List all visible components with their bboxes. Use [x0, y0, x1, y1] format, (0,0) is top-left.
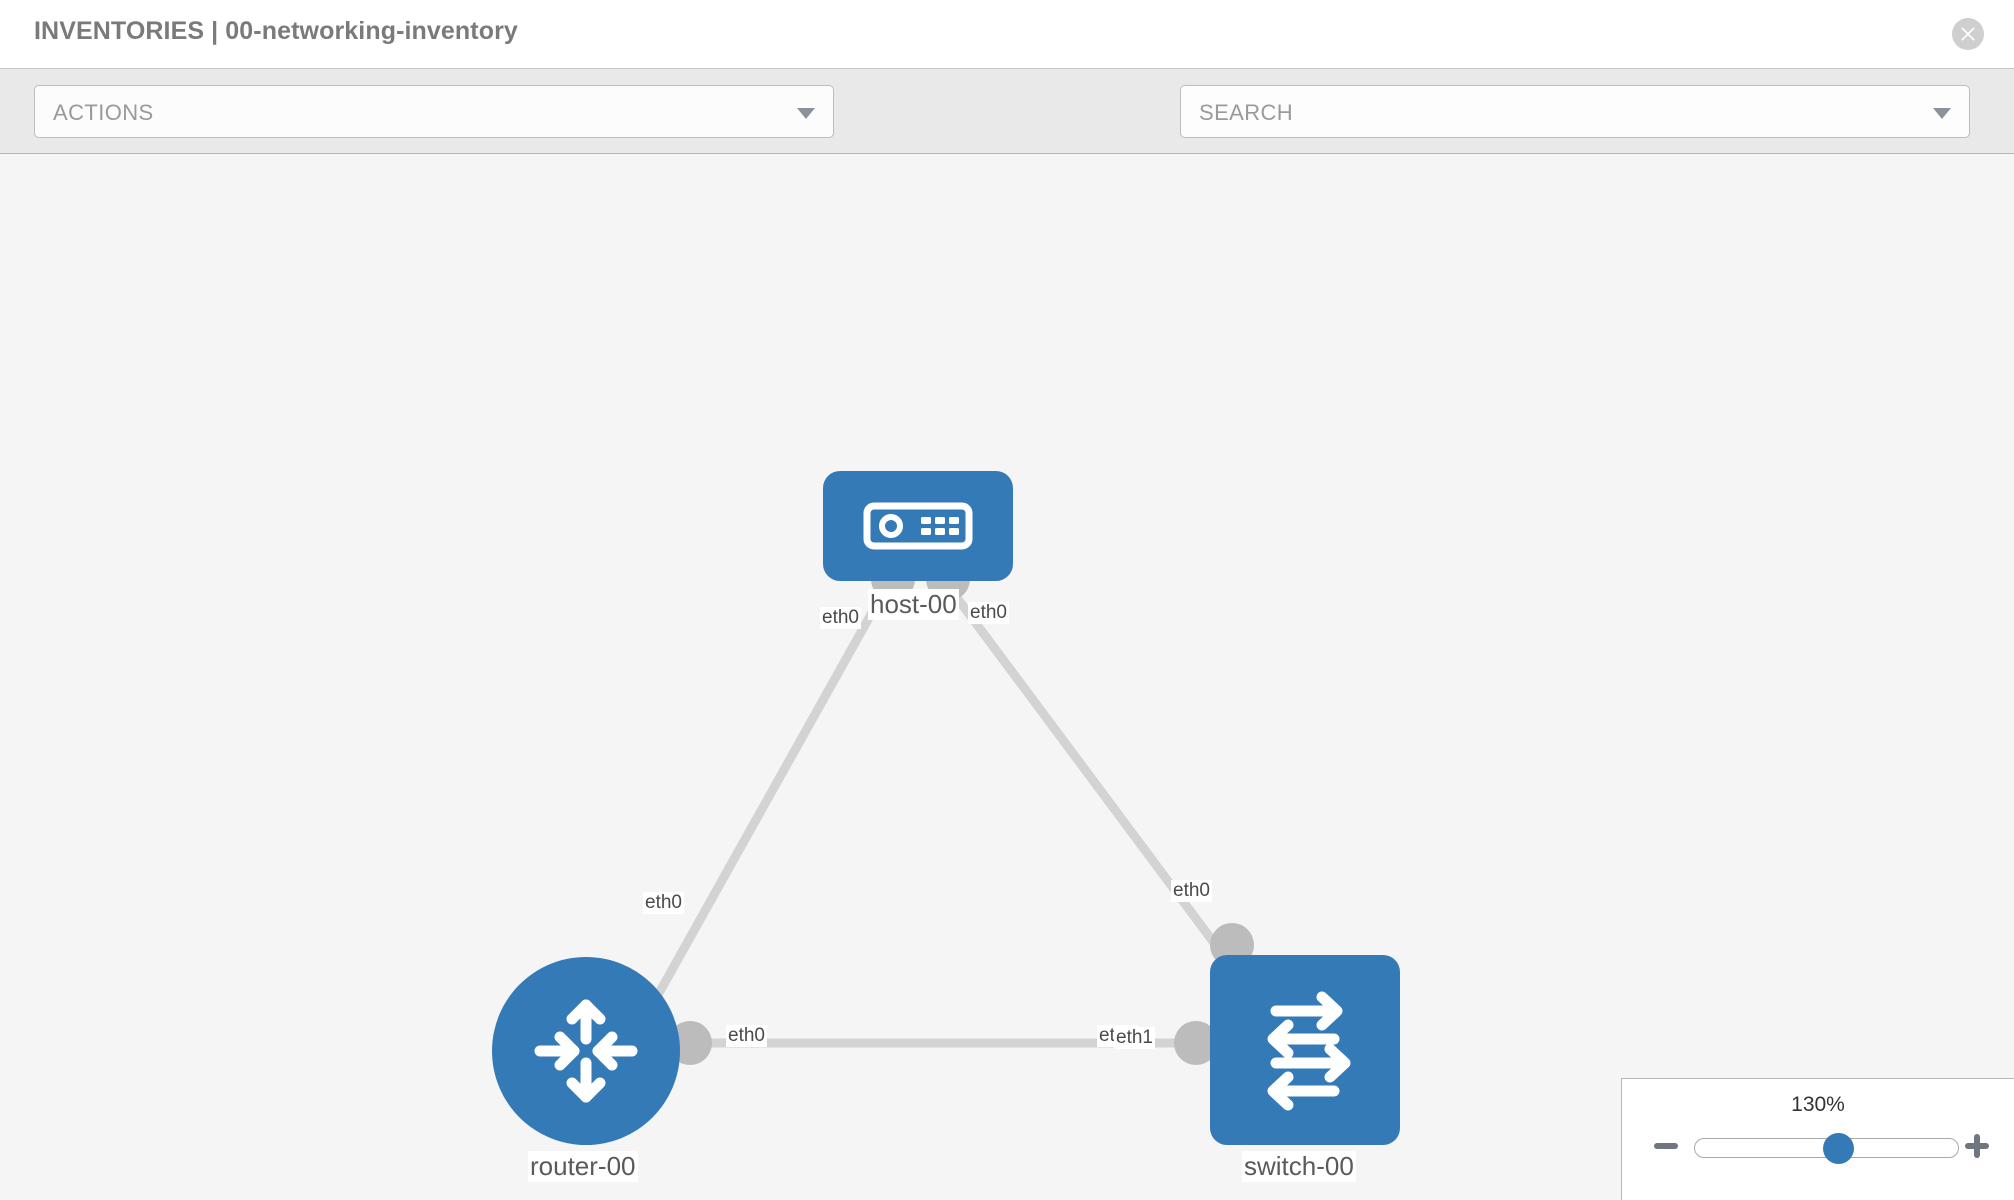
search-input[interactable]: SEARCH	[1180, 85, 1970, 138]
page-header: INVENTORIES | 00-networking-inventory	[0, 0, 2014, 69]
toolbar: ACTIONS SEARCH	[0, 69, 2014, 197]
chevron-down-icon	[797, 108, 815, 119]
link-host-switch[interactable]	[936, 572, 1236, 970]
node-switch-00-shape[interactable]	[1210, 955, 1400, 1145]
router-four-arrows-icon	[534, 999, 638, 1103]
link-host-router[interactable]	[636, 572, 897, 1030]
switch-bidirectional-arrows-icon	[1267, 991, 1351, 1111]
node-host-00-shape[interactable]	[823, 471, 1013, 581]
zoom-out-button[interactable]	[1651, 1131, 1681, 1161]
zoom-in-button[interactable]	[1962, 1131, 1992, 1161]
close-glyph	[1961, 27, 1975, 41]
node-router-00-shape[interactable]	[492, 957, 680, 1145]
zoom-slider-thumb[interactable]	[1823, 1133, 1854, 1164]
plus-icon	[1965, 1134, 1989, 1158]
search-placeholder-label: SEARCH	[1199, 100, 1294, 125]
page-title: INVENTORIES | 00-networking-inventory	[34, 17, 518, 45]
port-switch-left[interactable]	[1174, 1021, 1218, 1065]
zoom-level-value: 130%	[1791, 1093, 1845, 1116]
topology-graph	[636, 557, 1254, 1065]
minus-icon	[1654, 1143, 1678, 1149]
topology-canvas[interactable]: host-00 eth0 eth0	[0, 155, 2014, 1200]
zoom-slider[interactable]	[1694, 1133, 1959, 1164]
chevron-down-icon[interactable]	[1933, 108, 1951, 119]
server-device-icon	[863, 502, 973, 550]
zoom-control-panel: 130%	[1621, 1078, 2014, 1200]
close-icon[interactable]	[1952, 18, 1984, 50]
actions-dropdown-label: ACTIONS	[53, 100, 154, 125]
actions-dropdown[interactable]: ACTIONS	[34, 85, 834, 138]
